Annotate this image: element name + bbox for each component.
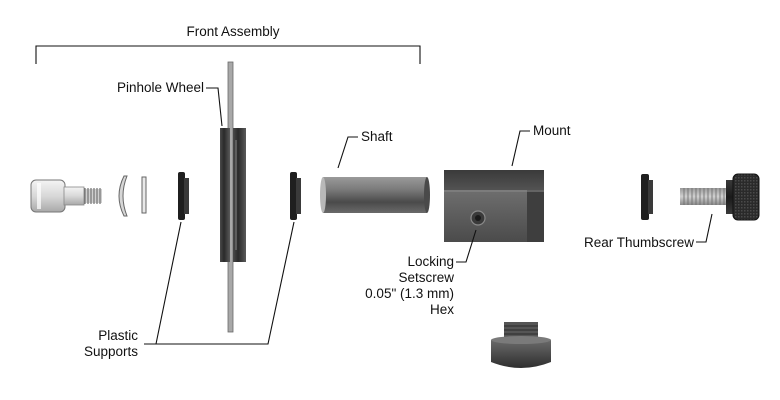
locking-setscrew-label-line3: 0.05" (1.3 mm): [365, 286, 454, 301]
front-assembly-bracket: [35, 45, 421, 64]
plastic-supports-label-line2: Supports: [84, 344, 138, 359]
rear-thumbscrew-part: [680, 173, 760, 221]
mount-part: [444, 170, 544, 242]
flat-washer: [141, 176, 147, 214]
front-assembly-label: Front Assembly: [186, 24, 279, 39]
pinhole-wheel-label: Pinhole Wheel: [117, 80, 204, 95]
front-shoulder-bolt: [30, 179, 102, 213]
plastic-support-front: [178, 172, 189, 220]
rear-support-washer: [641, 174, 653, 220]
locking-setscrew-label-line1: Locking: [407, 254, 454, 269]
pinhole-wheel: [220, 61, 246, 333]
mount-label: Mount: [533, 123, 571, 138]
curved-washer: [118, 175, 128, 217]
shaft-part: [320, 177, 430, 213]
leader-lines: [144, 87, 713, 345]
setscrew-cap-part: [491, 322, 551, 368]
shaft-label: Shaft: [361, 129, 393, 144]
plastic-support-rear: [290, 172, 301, 220]
rear-thumbscrew-label: Rear Thumbscrew: [584, 235, 694, 250]
locking-setscrew-label-line4: Hex: [430, 302, 454, 317]
locking-setscrew-label-line2: Setscrew: [398, 270, 454, 285]
plastic-supports-label-line1: Plastic: [98, 328, 138, 343]
